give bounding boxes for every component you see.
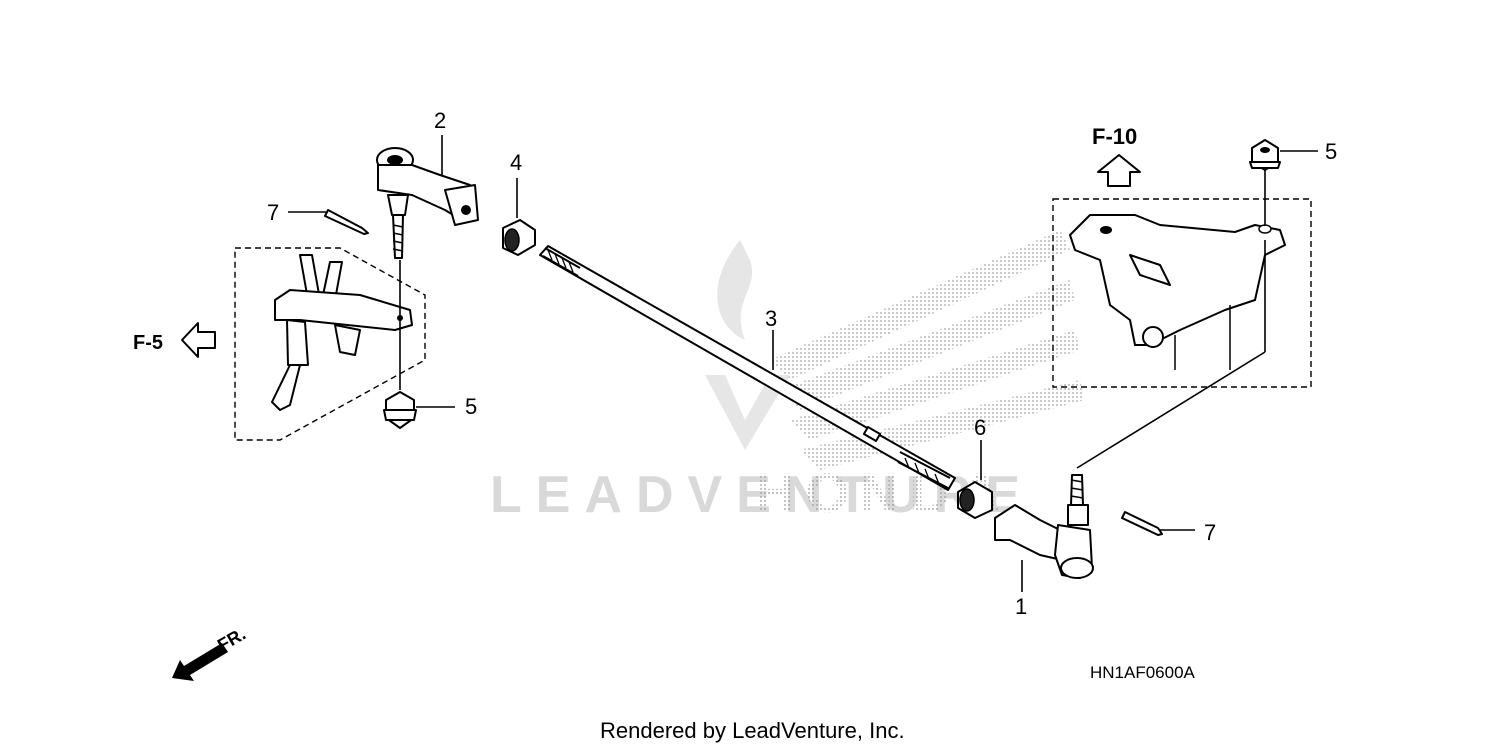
arrow-up-icon bbox=[1097, 154, 1141, 187]
tie-rod-3 bbox=[539, 245, 956, 491]
watermark-wing-icon bbox=[770, 230, 1085, 470]
callout-5-left: 5 bbox=[465, 394, 477, 419]
callout-5-right: 5 bbox=[1325, 139, 1337, 164]
front-arrow-icon bbox=[172, 643, 228, 681]
watermark-v-icon bbox=[705, 375, 790, 450]
callout-2: 2 bbox=[434, 108, 446, 133]
callout-4: 4 bbox=[510, 150, 522, 175]
diagram-code: HN1AF0600A bbox=[1090, 663, 1196, 682]
front-indicator: FR. bbox=[172, 624, 249, 681]
right-assembly-outline bbox=[1052, 198, 1312, 388]
nut-6 bbox=[957, 481, 993, 519]
callout-1: 1 bbox=[1015, 594, 1027, 619]
callout-6: 6 bbox=[974, 415, 986, 440]
left-knuckle bbox=[271, 254, 413, 411]
flange-nut-5-right bbox=[1249, 139, 1281, 171]
callout-3: 3 bbox=[765, 306, 777, 331]
left-assembly-outline bbox=[234, 247, 426, 441]
arrow-left-icon bbox=[181, 322, 216, 358]
flange-nut-5-left bbox=[383, 391, 417, 429]
ref-f10-label: F-10 bbox=[1092, 124, 1137, 149]
leader-lines bbox=[288, 135, 1318, 592]
tie-rod-end-1 bbox=[994, 474, 1094, 579]
footer-credit: Rendered by LeadVenture, Inc. bbox=[600, 718, 905, 743]
ref-f5: F-5 bbox=[133, 322, 216, 358]
nut-4 bbox=[502, 219, 536, 256]
watermark-flame-icon bbox=[717, 240, 753, 340]
cotter-pin-7-right bbox=[1121, 511, 1163, 536]
ref-f10: F-10 bbox=[1092, 124, 1141, 187]
part-callouts: 2 4 7 5 3 6 1 7 5 bbox=[267, 108, 1337, 619]
callout-7-left: 7 bbox=[267, 200, 279, 225]
ref-f5-label: F-5 bbox=[133, 332, 163, 354]
callout-7-right: 7 bbox=[1204, 520, 1216, 545]
cotter-pin-7-left bbox=[324, 209, 369, 235]
right-bracket bbox=[1069, 214, 1286, 370]
tie-rod-end-2 bbox=[376, 147, 479, 259]
